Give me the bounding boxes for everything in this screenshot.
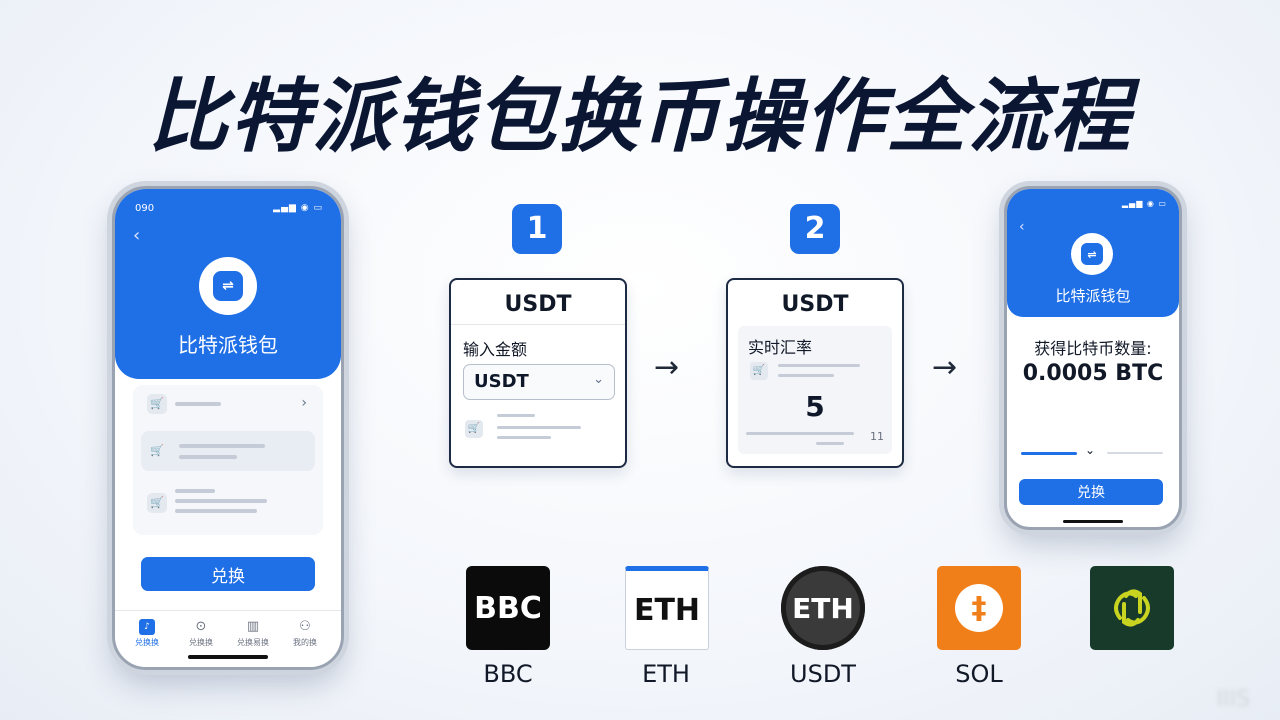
back-icon[interactable]: ‹ — [1019, 219, 1025, 235]
exchange-button[interactable]: 兑换 — [1019, 479, 1163, 505]
user-icon: ⚇ — [299, 619, 311, 634]
rate-value: 5 — [805, 390, 825, 423]
green-knot-logo-icon — [1090, 566, 1174, 650]
wallet-logo-icon: ⇌ — [199, 257, 257, 315]
placeholder-bar — [746, 432, 854, 435]
coin-label: BBC — [483, 660, 533, 688]
placeholder-bar — [179, 455, 237, 459]
coin-label: SOL — [955, 660, 1003, 688]
phone-exchange-result: ▂▄▆ ◉ ▭ ‹ ⇌ 比特派钱包 获得比特币数量: 0.0005 BTC ⌄ … — [1004, 186, 1182, 530]
usdt-logo-icon: ETH — [781, 566, 865, 650]
home-indicator — [188, 655, 268, 659]
clock-icon: ⊙ — [195, 619, 207, 634]
menu-row[interactable]: 🛒 › — [141, 385, 315, 423]
placeholder-bar — [497, 426, 581, 429]
eth-logo-icon: ETH — [625, 566, 709, 650]
placeholder-bar — [175, 499, 267, 503]
cart-icon: 🛒 — [147, 493, 167, 513]
placeholder-bar — [175, 509, 257, 513]
wallet-logo-icon: ⇌ — [1071, 233, 1113, 275]
status-time: 090 — [135, 203, 155, 214]
tab-label: 兑换换 — [189, 638, 213, 647]
tab-exchange[interactable]: ♪ 兑换换 — [121, 619, 173, 648]
placeholder-bar — [778, 364, 860, 367]
menu-row[interactable]: 🛒 — [141, 431, 315, 471]
cart-icon: 🛒 — [465, 420, 483, 438]
wallet-header: 090 ▂▄▆ ◉ ▭ ‹ ⇌ 比特派钱包 — [115, 189, 341, 379]
book-icon: ▥ — [246, 619, 260, 634]
rate-box: 实时汇率 🛒 5 11 — [738, 326, 892, 454]
tab-easy-swap[interactable]: ▥ 兑换易换 — [227, 619, 279, 648]
arrow-right-icon: → — [932, 350, 958, 385]
tab-label: 兑换易换 — [237, 638, 269, 647]
result-value: 0.0005 BTC — [1022, 361, 1164, 386]
tab-profile[interactable]: ⚇ 我的换 — [279, 619, 331, 648]
coin-label: USDT — [790, 660, 856, 688]
status-icons: ▂▄▆ ◉ ▭ — [1121, 199, 1167, 208]
placeholder-bar — [497, 436, 551, 439]
arrow-right-icon: → — [654, 350, 680, 385]
placeholder-bar — [175, 402, 221, 406]
placeholder-bar — [175, 489, 215, 493]
divider — [451, 324, 625, 325]
tab-bar: ♪ 兑换换 ⊙ 兑换换 ▥ 兑换易换 ⚇ 我的换 — [115, 610, 341, 667]
chevron-down-icon: ⌄ — [593, 372, 604, 387]
step-badge-1: 1 — [512, 204, 562, 254]
wallet-name: 比特派钱包 — [1055, 287, 1131, 305]
sol-logo-icon: ‡ — [937, 566, 1021, 650]
step2-card: USDT 实时汇率 🛒 5 11 — [726, 278, 904, 468]
music-note-icon: ♪ — [139, 619, 155, 635]
card-title: USDT — [504, 292, 572, 317]
tab-label: 兑换换 — [135, 638, 159, 647]
coin-label: ETH — [642, 660, 690, 688]
menu-row[interactable]: 🛒 — [141, 483, 315, 523]
home-indicator — [1063, 520, 1123, 523]
placeholder-bar — [497, 414, 535, 417]
amount-label: 输入金额 — [463, 340, 528, 359]
wallet-name: 比特派钱包 — [178, 333, 278, 357]
menu-card: 🛒 › 🛒 🛒 — [133, 385, 323, 535]
wallet-header: ▂▄▆ ◉ ▭ ‹ ⇌ 比特派钱包 — [1007, 189, 1179, 317]
cart-icon: 🛒 — [750, 362, 768, 380]
select-value: USDT — [474, 371, 529, 392]
currency-select[interactable]: USDT ⌄ — [463, 364, 615, 400]
tab-label: 我的换 — [293, 638, 317, 647]
cart-icon: 🛒 — [150, 444, 164, 457]
rate-label: 实时汇率 — [748, 338, 813, 357]
step-badge-2: 2 — [790, 204, 840, 254]
status-icons: ▂▄▆ ◉ ▭ — [273, 203, 323, 213]
step1-card: USDT 输入金额 USDT ⌄ 🛒 — [449, 278, 627, 468]
status-bar: 090 ▂▄▆ ◉ ▭ — [135, 203, 323, 214]
placeholder-bar — [179, 444, 265, 448]
phone-wallet-home: 090 ▂▄▆ ◉ ▭ ‹ ⇌ 比特派钱包 🛒 › 🛒 🛒 兑换 ♪ — [112, 186, 344, 670]
placeholder-bar — [816, 442, 844, 445]
cart-icon: 🛒 — [147, 394, 167, 414]
watermark: IIIS — [1216, 687, 1250, 712]
back-icon[interactable]: ‹ — [133, 225, 141, 246]
slider-fill — [1021, 452, 1077, 455]
result-label: 获得比特币数量: — [1034, 339, 1152, 358]
chevron-right-icon: › — [301, 395, 307, 411]
placeholder-bar — [778, 374, 834, 377]
slider-track — [1107, 452, 1163, 454]
bbc-logo-icon: BBC — [466, 566, 550, 650]
exchange-button[interactable]: 兑换 — [141, 557, 315, 591]
rate-small-value: 11 — [870, 430, 884, 443]
tab-swap[interactable]: ⊙ 兑换换 — [175, 619, 227, 648]
chevron-down-icon[interactable]: ⌄ — [1085, 443, 1096, 457]
page-title: 比特派钱包换币操作全流程 — [148, 70, 1132, 163]
card-title: USDT — [781, 292, 849, 317]
